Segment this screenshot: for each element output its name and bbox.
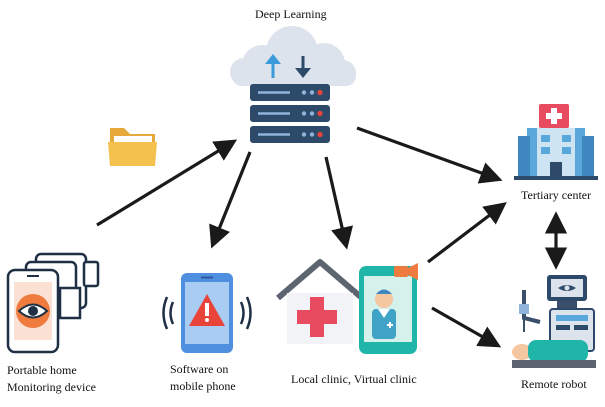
clinic-label: Local clinic, Virtual clinic <box>291 372 417 386</box>
arrow-cloud-to-clinic <box>324 156 354 250</box>
phone-alert-icon <box>162 273 252 353</box>
camera-phone-eye-icon <box>6 252 100 354</box>
portable-device-label-line2: Monitoring device <box>7 380 96 394</box>
hospital-icon <box>514 104 598 180</box>
remote-robot-label: Remote robot <box>521 377 587 391</box>
arrow-clinic-to-tertiary <box>427 202 507 264</box>
tertiary-center-label: Tertiary center <box>521 188 592 202</box>
portable-device-label-line1: Portable home <box>7 363 77 377</box>
folder-icon <box>108 128 157 166</box>
surgical-robot-icon <box>512 275 596 368</box>
mobile-software-label-line1: Software on <box>170 362 229 376</box>
arrow-portable-to-cloud <box>96 139 238 227</box>
arrow-clinic-to-robot <box>431 306 502 348</box>
arrow-cloud-to-mobile <box>209 151 252 249</box>
arrow-cloud-to-tertiary <box>356 126 503 184</box>
arrows <box>96 126 568 348</box>
deep-learning-label: Deep Learning <box>255 7 327 21</box>
clinic-house-and-video-doctor-icon <box>276 259 418 354</box>
cloud-server-icon <box>230 26 356 143</box>
mobile-software-label-line2: mobile phone <box>170 379 236 393</box>
